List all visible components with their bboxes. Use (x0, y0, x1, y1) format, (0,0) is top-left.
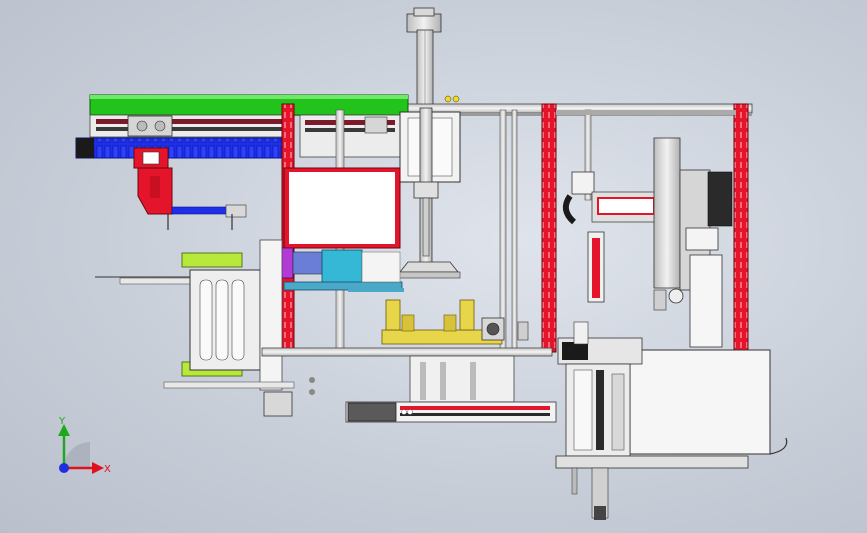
sensor-icon (452, 95, 460, 103)
x-axis-label: X (104, 464, 111, 475)
red-gripper-carriage (133, 147, 247, 230)
right-output-station (555, 321, 788, 520)
z-axis-dot-icon (59, 463, 69, 473)
y-axis-label: Y (58, 416, 66, 427)
coordinate-triad: Y X (58, 416, 111, 475)
lower-linear-slide (345, 355, 557, 423)
safety-guard-panel (283, 167, 401, 249)
sensor-icon (444, 95, 452, 103)
vertical-lift-column (406, 7, 460, 109)
work-table (261, 288, 553, 357)
right-pick-gantry (556, 110, 736, 348)
center-press-tower (397, 107, 461, 279)
left-magazine-stacker (95, 239, 315, 417)
left-linear-gantry (75, 94, 409, 159)
feeder-blocks (274, 247, 403, 291)
